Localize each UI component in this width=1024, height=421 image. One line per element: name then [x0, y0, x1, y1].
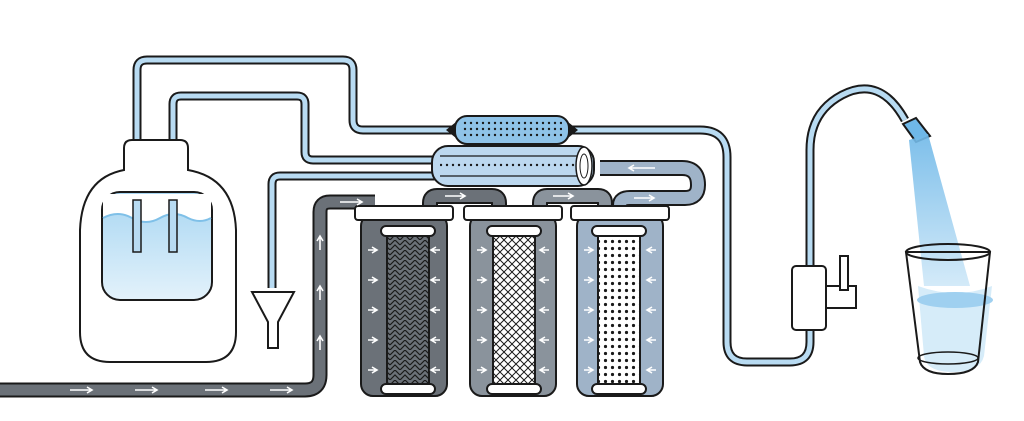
arrow-right-icon: [316, 334, 324, 350]
arrow-right-icon: [477, 276, 488, 284]
arrow-right-icon: [634, 194, 656, 202]
arrow-right-icon: [368, 276, 379, 284]
arrow-right-icon: [645, 336, 656, 344]
arrow-right-icon: [584, 276, 595, 284]
drinking-glass: [904, 243, 993, 376]
pipe-network: [0, 55, 909, 398]
arrow-right-icon: [584, 306, 595, 314]
arrow-right-icon: [70, 386, 94, 394]
ro-membrane: [431, 145, 595, 187]
arrow-right-icon: [340, 198, 364, 206]
water-stream: [909, 134, 970, 286]
sediment-filter: [354, 205, 454, 397]
arrow-right-icon: [368, 336, 379, 344]
storage-tank: [79, 139, 237, 363]
arrow-right-icon: [645, 366, 656, 374]
arrow-right-icon: [645, 246, 656, 254]
arrow-right-icon: [368, 366, 379, 374]
arrow-right-icon: [316, 234, 324, 250]
arrow-right-icon: [368, 246, 379, 254]
arrow-right-icon: [429, 306, 440, 314]
arrow-right-icon: [429, 246, 440, 254]
arrow-right-icon: [135, 386, 159, 394]
arrow-right-icon: [368, 306, 379, 314]
arrow-right-icon: [538, 366, 549, 374]
arrow-right-icon: [205, 386, 229, 394]
carbon-block-filter: [463, 205, 563, 397]
arrow-right-icon: [429, 336, 440, 344]
arrow-right-icon: [270, 386, 294, 394]
arrow-right-icon: [553, 192, 575, 200]
pre-carbon-filter: [570, 205, 670, 397]
arrow-right-icon: [538, 306, 549, 314]
post-carbon-filter: [446, 115, 578, 145]
arrow-right-icon: [477, 366, 488, 374]
arrow-right-icon: [538, 336, 549, 344]
arrow-right-icon: [429, 366, 440, 374]
arrow-right-icon: [538, 246, 549, 254]
arrow-right-icon: [477, 246, 488, 254]
arrow-right-icon: [429, 276, 440, 284]
arrow-right-icon: [627, 164, 655, 172]
arrow-right-icon: [584, 336, 595, 344]
arrow-right-icon: [477, 336, 488, 344]
arrow-right-icon: [538, 276, 549, 284]
arrow-right-icon: [645, 306, 656, 314]
drain-funnel: [250, 291, 296, 349]
flow-arrows: [70, 164, 656, 394]
arrow-right-icon: [584, 246, 595, 254]
arrow-right-icon: [445, 192, 467, 200]
arrow-right-icon: [316, 284, 324, 300]
arrow-right-icon: [645, 276, 656, 284]
arrow-right-icon: [584, 366, 595, 374]
arrow-right-icon: [477, 306, 488, 314]
